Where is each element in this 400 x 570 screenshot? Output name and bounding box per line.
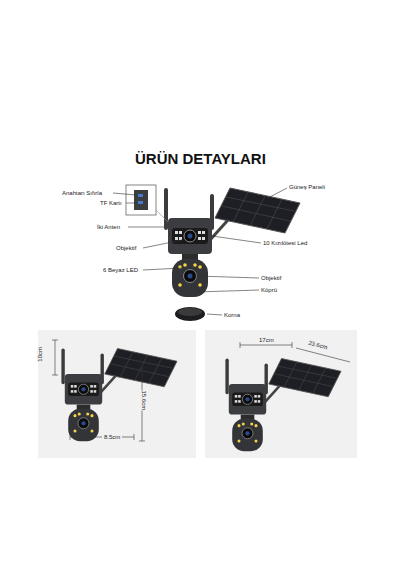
- part-label: Köprü: [261, 287, 277, 294]
- part-label: Korna: [224, 312, 240, 319]
- dimension-label: 17cm: [259, 337, 274, 344]
- part-label: Objektif: [116, 245, 136, 252]
- heading: ÜRÜN DETAYLARI: [135, 150, 266, 167]
- part-label: 6 Beyaz LED: [103, 267, 138, 274]
- dimension-label: 10cm: [37, 347, 44, 362]
- part-label: 10 Kızılötesi Led: [263, 240, 307, 247]
- part-label: Anahtarı Sıfırla: [62, 190, 102, 197]
- part-label: TF Kartı: [100, 200, 122, 207]
- dimension-label: 8.5cm: [104, 434, 120, 441]
- part-label: Güneş Paneli: [289, 184, 325, 191]
- part-label: Objektif: [261, 275, 281, 282]
- part-label: İki Anten: [97, 224, 120, 231]
- dimension-label: 15.6cm: [141, 390, 148, 410]
